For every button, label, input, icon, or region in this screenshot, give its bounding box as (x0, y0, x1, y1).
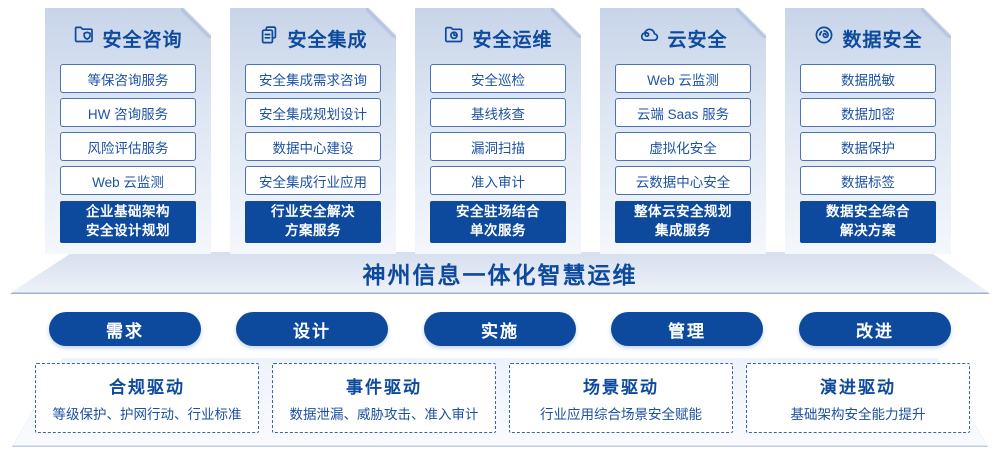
service-item: 数据标签 (800, 166, 936, 195)
card-security-integration: 安全集成 安全集成需求咨询 安全集成规划设计 数据中心建设 安全集成行业应用 行… (230, 8, 396, 254)
service-item: 数据加密 (800, 98, 936, 127)
service-item: 数据保护 (800, 132, 936, 161)
folder-shield-icon (73, 24, 95, 52)
service-item: 基线核查 (430, 98, 566, 127)
card-header: 安全运维 (415, 25, 581, 51)
highlight-box: 数据安全综合 解决方案 (800, 201, 936, 243)
highlight-line: 方案服务 (285, 223, 341, 238)
copy-docs-icon (258, 24, 280, 52)
driver-title: 事件驱动 (346, 378, 422, 397)
highlight-line: 解决方案 (840, 223, 896, 238)
highlight-line: 安全驻场结合 (456, 204, 540, 220)
driver-desc: 基础架构安全能力提升 (790, 407, 926, 422)
pill-improve: 改进 (799, 312, 951, 346)
card-security-consulting: 安全咨询 等保咨询服务 HW 咨询服务 风险评估服务 Web 云监测 企业基础架… (45, 8, 211, 254)
service-item: 安全集成规划设计 (245, 98, 381, 127)
card-data-security: 数据安全 数据脱敏 数据加密 数据保护 数据标签 数据安全综合 解决方案 (785, 8, 951, 254)
card-title: 云安全 (667, 29, 728, 51)
driver-incident: 事件驱动 数据泄漏、威胁攻击、准入审计 (272, 363, 496, 433)
pill-demand: 需求 (49, 312, 201, 346)
highlight-line: 整体云安全规划 (634, 204, 732, 220)
service-item: 云数据中心安全 (615, 166, 751, 195)
service-item: 云端 Saas 服务 (615, 98, 751, 127)
banner-platform: 神州信息一体化智慧运维 (10, 252, 990, 294)
pill-implement: 实施 (424, 312, 576, 346)
pill-design: 设计 (236, 312, 388, 346)
card-items: 数据脱敏 数据加密 数据保护 数据标签 (800, 64, 936, 195)
service-item: 安全集成行业应用 (245, 166, 381, 195)
service-item: 数据脱敏 (800, 64, 936, 93)
card-title: 安全集成 (287, 29, 368, 51)
pill-manage: 管理 (611, 312, 763, 346)
highlight-line: 集成服务 (655, 223, 711, 238)
card-title: 安全运维 (472, 29, 553, 51)
card-items: 安全巡检 基线核查 漏洞扫描 准入审计 (430, 64, 566, 195)
service-item: 漏洞扫描 (430, 132, 566, 161)
cloud-icon (638, 24, 660, 52)
driver-evolution: 演进驱动 基础架构安全能力提升 (746, 363, 970, 433)
card-header: 云安全 (600, 25, 766, 51)
driver-compliance: 合规驱动 等级保护、护网行动、行业标准 (35, 363, 259, 433)
card-header: 安全咨询 (45, 25, 211, 51)
fingerprint-icon (813, 24, 835, 52)
highlight-line: 行业安全解决 (271, 204, 355, 220)
card-title: 数据安全 (842, 29, 923, 51)
platform-surface (11, 252, 989, 293)
service-item: Web 云监测 (615, 64, 751, 93)
card-items: Web 云监测 云端 Saas 服务 虚拟化安全 云数据中心安全 (615, 64, 751, 195)
service-item: 等保咨询服务 (60, 64, 196, 93)
driver-title: 演进驱动 (820, 378, 896, 397)
service-item: 准入审计 (430, 166, 566, 195)
driver-scenario: 场景驱动 行业应用综合场景安全赋能 (509, 363, 733, 433)
driver-desc: 等级保护、护网行动、行业标准 (52, 407, 242, 422)
highlight-line: 单次服务 (470, 223, 526, 238)
card-security-operations: 安全运维 安全巡检 基线核查 漏洞扫描 准入审计 安全驻场结合 单次服务 (415, 8, 581, 254)
banner-title: 神州信息一体化智慧运维 (362, 262, 638, 288)
folder-clock-icon (443, 24, 465, 52)
service-item: 风险评估服务 (60, 132, 196, 161)
card-header: 安全集成 (230, 25, 396, 51)
card-items: 等保咨询服务 HW 咨询服务 风险评估服务 Web 云监测 (60, 64, 196, 195)
highlight-box: 行业安全解决 方案服务 (245, 201, 381, 243)
card-header: 数据安全 (785, 25, 951, 51)
card-items: 安全集成需求咨询 安全集成规划设计 数据中心建设 安全集成行业应用 (245, 64, 381, 195)
driver-title: 合规驱动 (109, 378, 185, 397)
card-title: 安全咨询 (102, 29, 183, 51)
highlight-box: 整体云安全规划 集成服务 (615, 201, 751, 243)
highlight-box: 企业基础架构 安全设计规划 (60, 201, 196, 243)
service-item: 安全巡检 (430, 64, 566, 93)
driver-title: 场景驱动 (583, 378, 659, 397)
card-cloud-security: 云安全 Web 云监测 云端 Saas 服务 虚拟化安全 云数据中心安全 整体云… (600, 8, 766, 254)
highlight-line: 企业基础架构 (86, 204, 170, 220)
service-item: 虚拟化安全 (615, 132, 751, 161)
driver-desc: 数据泄漏、威胁攻击、准入审计 (289, 407, 479, 422)
highlight-line: 数据安全综合 (826, 204, 910, 220)
highlight-line: 安全设计规划 (86, 223, 170, 238)
highlight-box: 安全驻场结合 单次服务 (430, 201, 566, 243)
service-item: 数据中心建设 (245, 132, 381, 161)
service-item: 安全集成需求咨询 (245, 64, 381, 93)
driver-desc: 行业应用综合场景安全赋能 (540, 407, 702, 422)
service-item: HW 咨询服务 (60, 98, 196, 127)
service-item: Web 云监测 (60, 166, 196, 195)
